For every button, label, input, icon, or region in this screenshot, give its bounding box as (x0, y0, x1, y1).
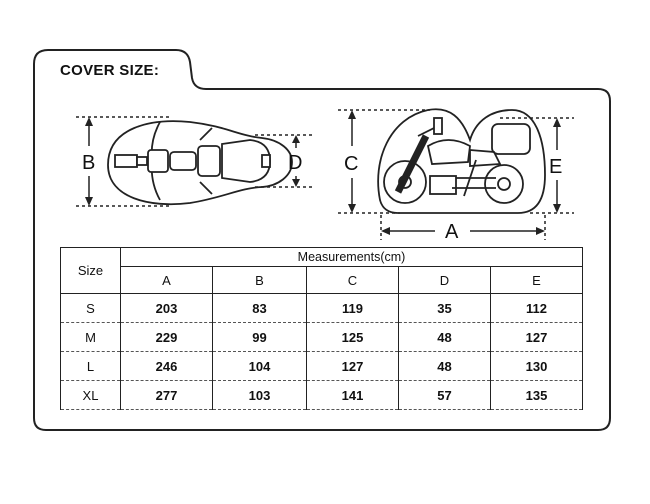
dimension-e-marker (500, 117, 574, 214)
size-cell: L (60, 351, 121, 381)
measurement-cell: 48 (398, 351, 491, 381)
motorcycle-side-view-icon (377, 108, 546, 214)
column-header-d: D (398, 266, 491, 294)
measurements-group-header: Measurements(cm) (120, 247, 583, 267)
measurement-cell: 83 (212, 293, 307, 323)
measurement-cell: 130 (490, 351, 583, 381)
measurement-cell: 135 (490, 380, 583, 410)
measurement-cell: 229 (120, 322, 213, 352)
column-header-e: E (490, 266, 583, 294)
motorcycle-top-view-icon (107, 120, 293, 206)
measurement-cell: 246 (120, 351, 213, 381)
measurement-cell: 35 (398, 293, 491, 323)
measurement-cell: 203 (120, 293, 213, 323)
measurement-cell: 119 (306, 293, 399, 323)
size-cell: XL (60, 380, 121, 410)
size-cell: M (60, 322, 121, 352)
measurement-cell: 125 (306, 322, 399, 352)
measurement-cell: 127 (306, 351, 399, 381)
dimension-d-marker (255, 134, 312, 188)
dimension-b-marker (76, 116, 170, 207)
measurement-cell: 99 (212, 322, 307, 352)
page-title: COVER SIZE: (60, 62, 160, 79)
measurement-cell: 104 (212, 351, 307, 381)
dimension-b-label: B (82, 152, 95, 174)
measurement-cell: 48 (398, 322, 491, 352)
measurement-cell: 127 (490, 322, 583, 352)
dimension-c-label: C (344, 153, 358, 175)
dimension-a-marker (380, 215, 546, 240)
dimension-d-label: D (288, 152, 302, 174)
column-header-c: C (306, 266, 399, 294)
dimension-a-label: A (445, 221, 459, 243)
column-header-b: B (212, 266, 307, 294)
size-cell: S (60, 293, 121, 323)
dimension-e-label: E (549, 156, 562, 178)
column-header-a: A (120, 266, 213, 294)
frame-border (33, 49, 611, 431)
measurement-cell: 141 (306, 380, 399, 410)
measurement-cell: 112 (490, 293, 583, 323)
measurement-cell: 277 (120, 380, 213, 410)
measurement-cell: 57 (398, 380, 491, 410)
dimension-c-marker (338, 109, 430, 214)
measurement-cell: 103 (212, 380, 307, 410)
size-column-header: Size (60, 247, 121, 294)
